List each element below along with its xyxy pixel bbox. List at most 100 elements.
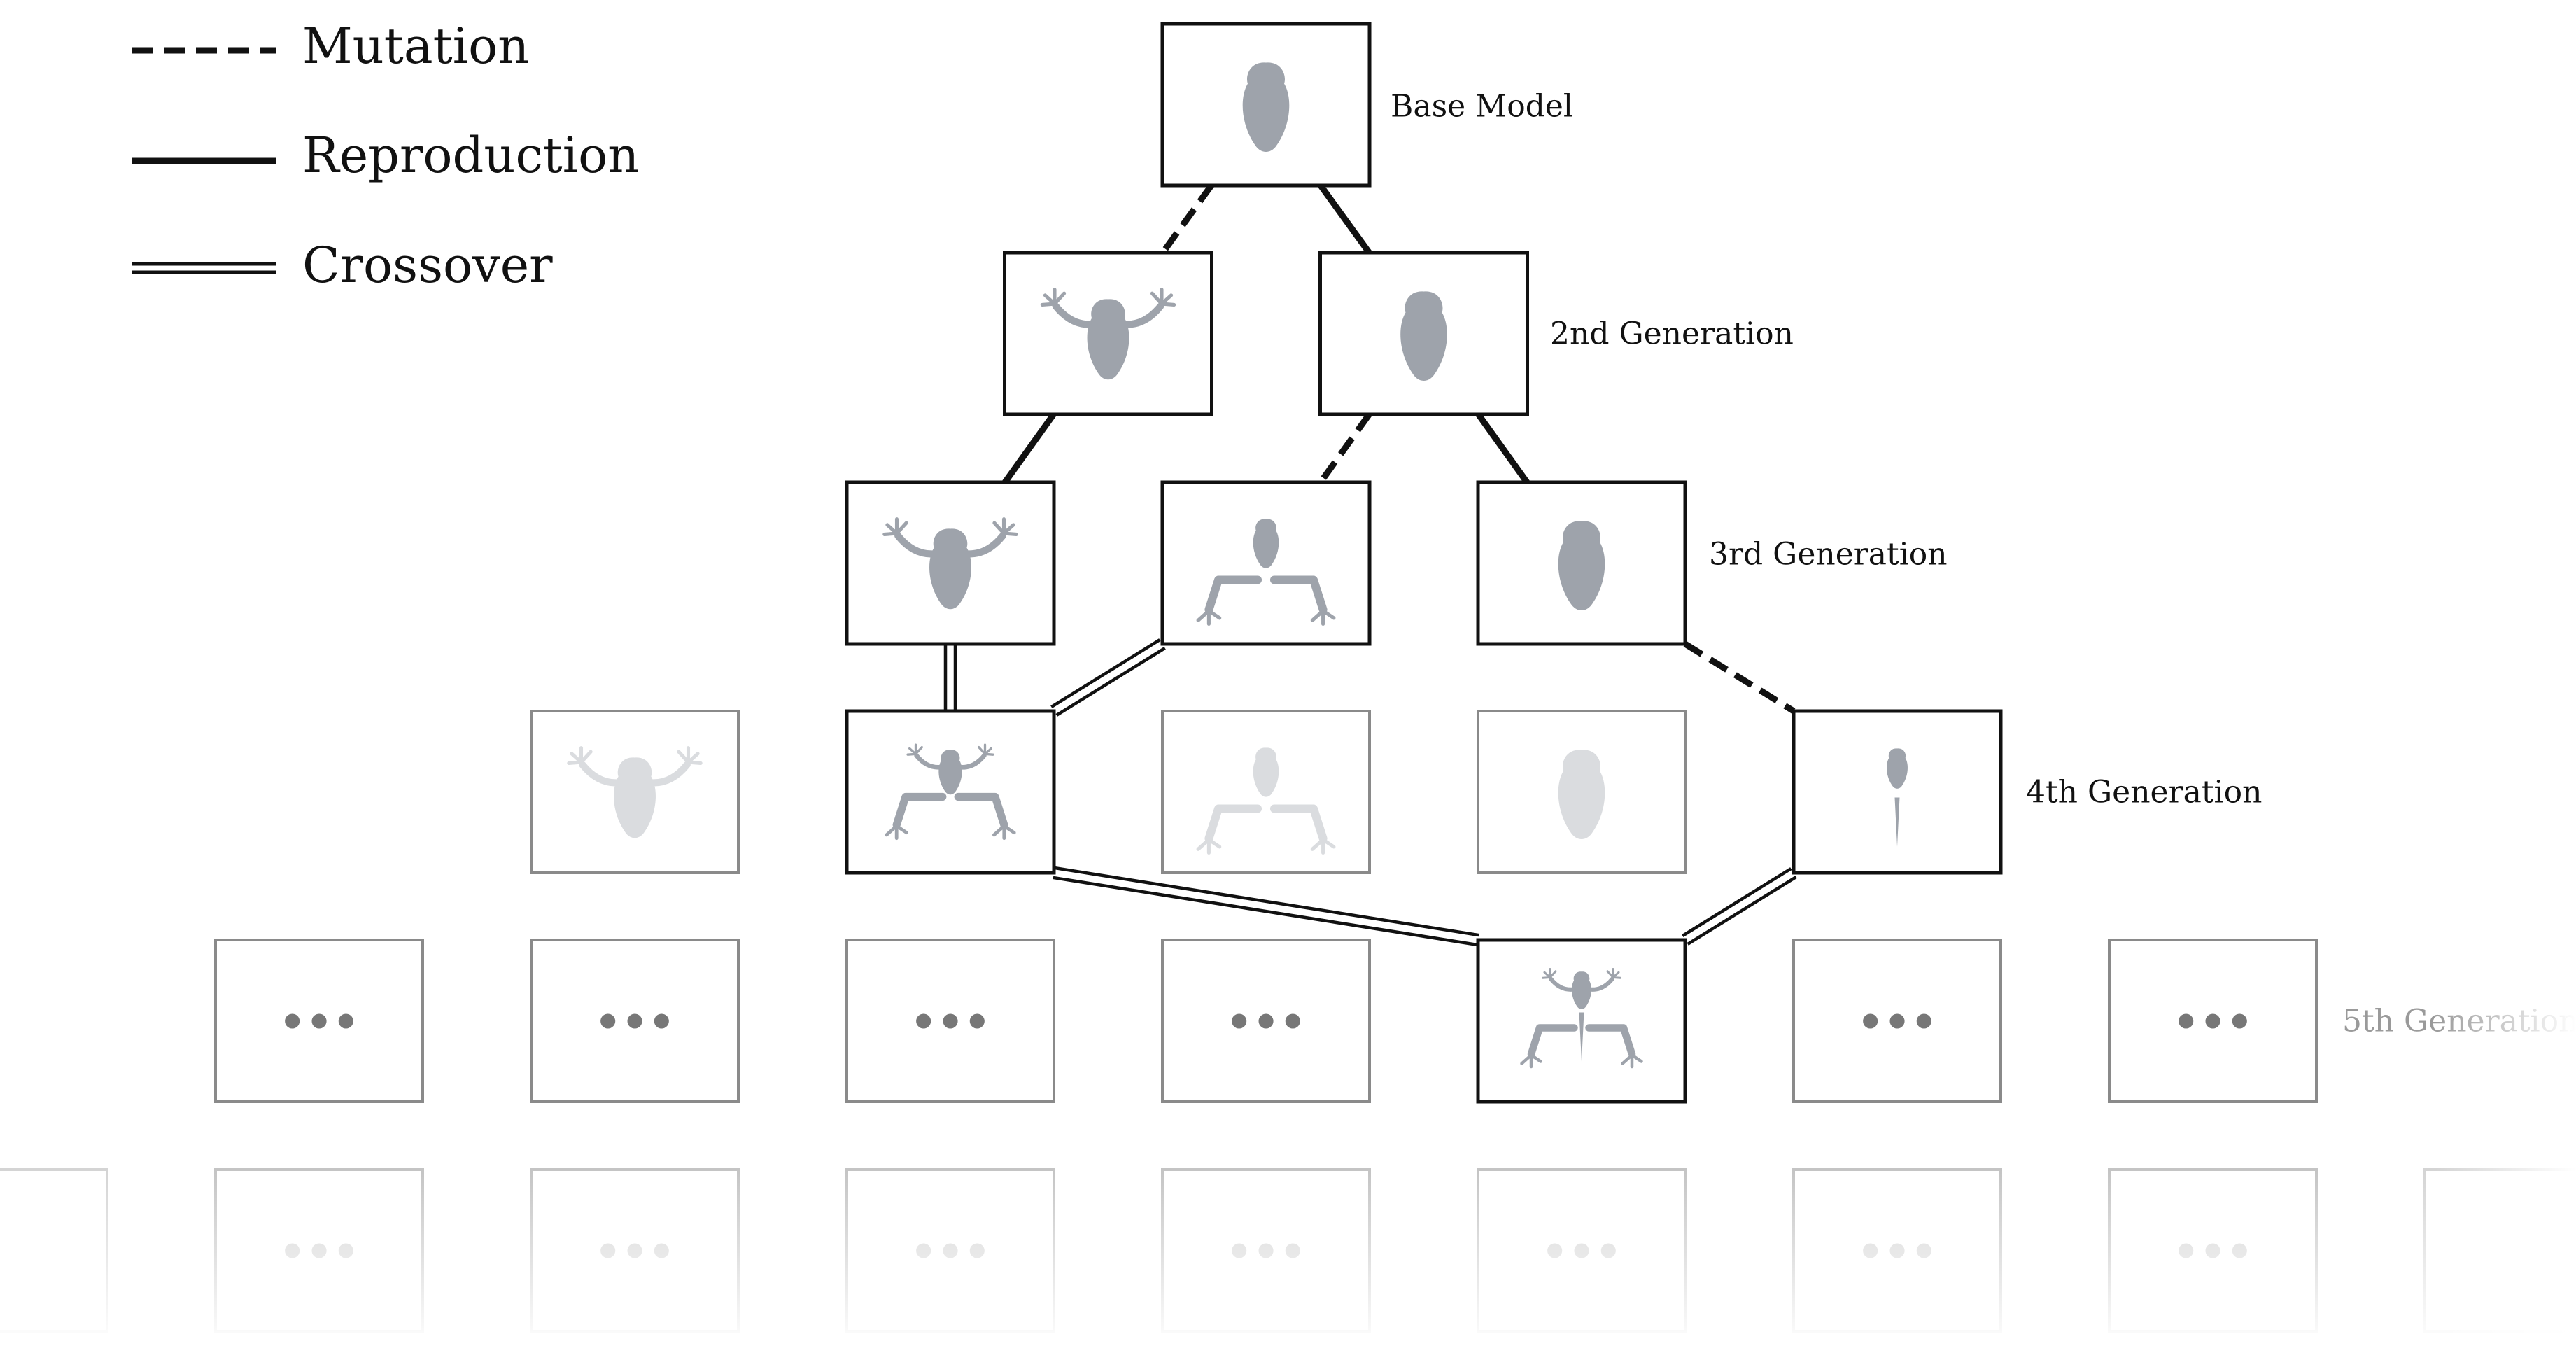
creature-body — [1572, 971, 1591, 1009]
creature-body — [1253, 519, 1279, 568]
ellipsis-icon: ••• — [279, 998, 359, 1047]
edge-crossover — [1682, 867, 1797, 946]
generation-node: ••• — [214, 939, 424, 1103]
creature-body-legs-icon — [1196, 747, 1336, 855]
nodes: ••••••••••••••••••••••••••••••••••••••• — [0, 22, 2576, 1333]
creature-body — [1887, 748, 1908, 789]
crossover-line-b — [1055, 647, 1166, 717]
node-frame — [1792, 939, 2002, 1103]
generation-label-3rd: 3rd Generation — [1709, 537, 1948, 573]
legend-mutation-label: Mutation — [302, 17, 529, 75]
creature-toe — [1630, 1053, 1643, 1063]
node-frame — [2108, 939, 2318, 1103]
creature-toe — [1529, 1053, 1542, 1063]
creature-leg — [954, 792, 1008, 829]
ellipsis-icon: ••• — [1857, 998, 1937, 1047]
ellipsis-icon: ••• — [2172, 998, 2253, 1047]
generation-node — [1476, 480, 1687, 646]
creature-body-only-icon — [1558, 750, 1605, 839]
generation-node — [1003, 251, 1213, 416]
creature-body-legs-icon — [1196, 519, 1336, 626]
generation-node — [1792, 709, 2003, 875]
right-fade-overlay — [2435, 966, 2576, 1348]
edge-crossover — [1050, 638, 1166, 717]
edge-reproduction — [1475, 412, 1530, 484]
ellipsis-icon: ••• — [594, 998, 675, 1047]
ellipsis-icon: ••• — [910, 998, 990, 1047]
reproduction-line — [1002, 412, 1057, 484]
generation-node — [530, 710, 740, 874]
generation-node — [845, 709, 1056, 875]
creature-body — [929, 528, 971, 610]
generation-node — [1161, 710, 1371, 874]
creature-toe — [1002, 824, 1016, 835]
creature-full-frog-icon — [885, 743, 1016, 841]
node-frame — [530, 939, 740, 1103]
creature-finger — [1001, 531, 1018, 537]
creature-toe — [1321, 609, 1336, 620]
creature-finger — [567, 760, 584, 766]
generation-label-base: Base Model — [1391, 89, 1573, 125]
creature-body — [1253, 747, 1279, 797]
creature-tail — [1894, 797, 1900, 847]
creature-body — [1242, 62, 1290, 152]
reproduction-line — [1318, 183, 1372, 255]
creature-body-arms-icon — [567, 746, 703, 838]
creature-body-only-icon — [1242, 62, 1290, 152]
generation-node — [1160, 480, 1372, 646]
edge-mutation — [1683, 641, 1796, 714]
creature-body-arms-icon — [1040, 288, 1176, 380]
creature-finger — [686, 760, 703, 766]
creature-body — [1087, 299, 1129, 380]
mutation-line — [1160, 183, 1214, 255]
creature-arm — [1587, 976, 1614, 992]
creature-toe — [1206, 838, 1222, 849]
creature-leg — [1204, 575, 1262, 614]
edge-reproduction — [1318, 183, 1372, 255]
bottom-fade-overlay — [0, 1148, 2576, 1348]
creature-leg — [1204, 804, 1262, 843]
crossover-line-a — [1053, 876, 1478, 947]
creature-toe — [1321, 838, 1336, 849]
node-frame — [1792, 709, 2003, 875]
generation-node: ••• — [1161, 939, 1371, 1103]
mutation-line — [1683, 641, 1796, 714]
mutation-line — [1318, 412, 1372, 484]
creature-leg — [1269, 804, 1328, 843]
generation-node — [1318, 251, 1529, 416]
crossover-line-b — [1054, 866, 1479, 937]
creature-frog-tail-icon — [1520, 968, 1643, 1069]
creature-body — [1558, 521, 1605, 610]
generation-node — [1476, 938, 1687, 1104]
edges — [943, 183, 1797, 947]
creature-body-arms-icon — [882, 517, 1018, 610]
crossover-line-b — [1687, 876, 1797, 946]
node-frame — [1161, 939, 1371, 1103]
generation-label-2nd: 2nd Generation — [1550, 316, 1794, 352]
crossover-line-a — [1682, 867, 1792, 937]
crossover-line-a — [1050, 638, 1161, 708]
creature-arm — [1549, 976, 1576, 992]
edge-mutation — [1318, 412, 1372, 484]
legend-crossover-label: Crossover — [302, 237, 553, 294]
creature-body — [1400, 291, 1447, 381]
creature-leg — [892, 792, 947, 829]
creature-body — [938, 750, 962, 795]
legend: Mutation Reproduction Crossover — [132, 17, 639, 294]
edge-reproduction — [1002, 412, 1057, 484]
creature-leg — [1269, 575, 1328, 614]
generation-node — [1477, 710, 1687, 874]
reproduction-line — [1475, 412, 1530, 484]
edge-mutation — [1160, 183, 1214, 255]
creature-body-only-icon — [1400, 291, 1447, 381]
legend-reproduction-label: Reproduction — [302, 127, 639, 184]
creature-leg — [1527, 1024, 1578, 1058]
generation-node: ••• — [530, 939, 740, 1103]
edge-crossover — [1053, 866, 1479, 947]
creature-toe — [1206, 609, 1222, 620]
edge-crossover — [943, 644, 957, 711]
creature-body-only-icon — [1558, 521, 1605, 610]
generation-node: ••• — [2108, 939, 2318, 1103]
generation-node — [1160, 22, 1372, 188]
